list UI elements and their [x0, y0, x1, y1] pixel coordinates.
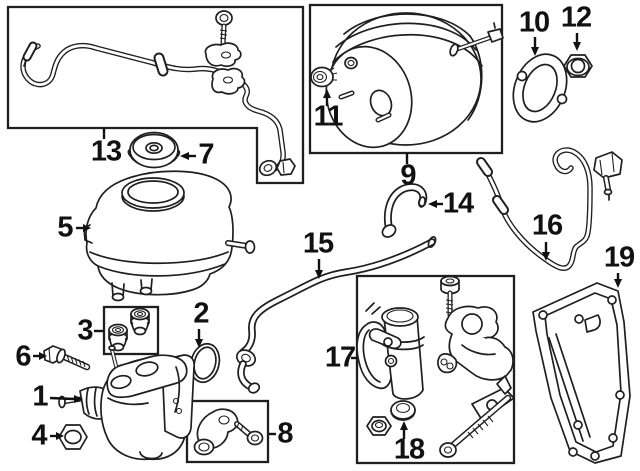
reservoir-illustration [83, 170, 256, 302]
line-clip-screw [215, 10, 233, 47]
callout-8[interactable]: 8 [277, 417, 293, 450]
callout-6[interactable]: 6 [15, 340, 31, 373]
callout-14[interactable]: 14 [442, 187, 474, 220]
callout-19[interactable]: 19 [603, 241, 635, 274]
brake-booster-illustration [325, 12, 504, 149]
line-clip-lower [211, 67, 246, 95]
gasket-illustration [512, 53, 568, 123]
callout-4[interactable]: 4 [31, 419, 47, 452]
callout-10[interactable]: 10 [518, 6, 550, 39]
callout-7[interactable]: 7 [198, 138, 214, 171]
master-cylinder-illustration [58, 345, 195, 461]
line-clip-upper [204, 42, 242, 68]
callout-1[interactable]: 1 [32, 380, 48, 413]
callout-13[interactable]: 13 [90, 135, 122, 168]
callout-17[interactable]: 17 [324, 341, 356, 374]
pump-grommet-illustration [390, 400, 416, 421]
rod-nut-illustration [58, 424, 88, 450]
callout-2[interactable]: 2 [193, 297, 209, 330]
flange-nut-illustration [563, 54, 593, 78]
callout-3[interactable]: 3 [77, 314, 93, 347]
reservoir-cap-illustration [127, 131, 181, 169]
callout-12[interactable]: 12 [560, 1, 592, 34]
hose-14-illustration [381, 183, 428, 238]
callout-5[interactable]: 5 [57, 211, 73, 244]
pipe-16-illustration [476, 147, 623, 271]
booster-grommet-illustration [310, 66, 338, 88]
brake-line-illustration [20, 10, 296, 177]
grommet-kit-illustration [108, 307, 150, 352]
seal-ring-illustration [189, 342, 221, 384]
callout-15[interactable]: 15 [302, 227, 334, 260]
hose-15-illustration [235, 236, 437, 394]
pump-assembly-illustration [356, 275, 515, 458]
callout-16[interactable]: 16 [531, 209, 563, 242]
callout-9[interactable]: 9 [400, 159, 416, 192]
mounting-bolt-illustration [43, 345, 91, 371]
callout-arrows [33, 33, 622, 440]
banjo-fitting [258, 158, 296, 177]
callout-11[interactable]: 11 [313, 100, 344, 133]
bracket-kit-illustration [193, 408, 264, 456]
callout-18[interactable]: 18 [393, 433, 425, 466]
bracket-plate-illustration [532, 282, 631, 464]
